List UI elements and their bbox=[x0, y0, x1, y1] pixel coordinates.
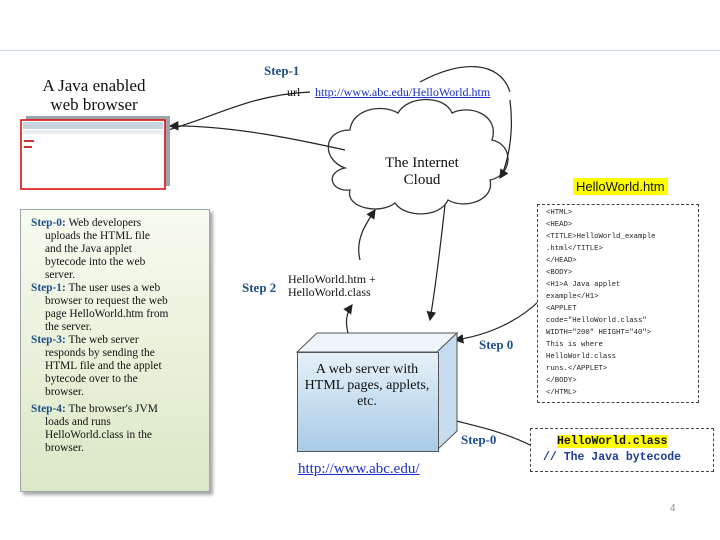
cloud-label: The Internet Cloud bbox=[385, 155, 459, 188]
code-line: example</H1> bbox=[546, 293, 599, 301]
step1-label: Step-1 bbox=[264, 63, 300, 78]
code-line: </HTML> bbox=[546, 389, 577, 397]
code-line: <H1>A Java applet bbox=[546, 281, 621, 289]
step-desc-line: the server. bbox=[45, 321, 92, 333]
code-line: <BODY> bbox=[546, 269, 573, 277]
code-line: runs.</APPLET> bbox=[546, 365, 608, 373]
step-desc-line: bytecode over to the bbox=[45, 373, 138, 385]
step-desc-line: Step-3: The web server bbox=[31, 334, 139, 346]
code-line: code="HelloWorld.class" bbox=[546, 317, 647, 325]
code-line: <TITLE>HelloWorld_example bbox=[546, 233, 656, 241]
code-line: WIDTH="200" HEIGHT="40"> bbox=[546, 329, 652, 337]
server-to-cloud-arrow bbox=[358, 209, 376, 261]
url-down-arrow bbox=[499, 99, 512, 180]
step-desc-heading: Step-4: bbox=[31, 403, 66, 415]
url-link[interactable]: http://www.abc.edu/HelloWorld.htm bbox=[315, 85, 491, 99]
class-file-comment: // The Java bytecode bbox=[543, 451, 682, 464]
code-line: </HEAD> bbox=[546, 257, 577, 265]
step-desc-line: Step-1: The user uses a web bbox=[31, 282, 161, 294]
code-line: .html</TITLE> bbox=[546, 245, 603, 253]
class-file-name: HelloWorld.class bbox=[557, 435, 668, 448]
code-line: This is where bbox=[546, 341, 603, 349]
step-desc-line: bytecode into the web bbox=[45, 256, 146, 268]
step2-files: HelloWorld.htm + HelloWorld.class bbox=[288, 273, 376, 299]
code-line: <HTML> bbox=[546, 209, 573, 217]
step2-label: Step 2 bbox=[242, 280, 277, 295]
step-desc-line: uploads the HTML file bbox=[45, 230, 150, 242]
step-desc-heading: Step-1: bbox=[31, 282, 66, 294]
server-top-face bbox=[295, 332, 459, 353]
step-desc-line: page HelloWorld.htm from bbox=[45, 308, 169, 320]
hello-file-code-box: <HTML> <HEAD> <TITLE>HelloWorld_example … bbox=[537, 204, 699, 403]
browser-title: A Java enabled web browser bbox=[42, 76, 146, 114]
page-number: 4 bbox=[670, 503, 676, 514]
step-desc-line: HelloWorld.class in the bbox=[45, 429, 152, 441]
step-desc-heading: Step-0: bbox=[31, 217, 66, 229]
step-desc-line: Step-0: Web developers bbox=[31, 217, 142, 229]
browser-content-line-2 bbox=[24, 146, 32, 148]
step-desc-line: loads and runs bbox=[45, 416, 111, 428]
step-desc-line: HTML file and the applet bbox=[45, 360, 162, 372]
step-desc-line: server. bbox=[45, 269, 76, 281]
step-desc-line: responds by sending the bbox=[45, 347, 155, 359]
url-label: url bbox=[287, 85, 301, 99]
step2-file-line2: HelloWorld.class bbox=[288, 285, 371, 299]
steps-description-box: Step-0: Web developers uploads the HTML … bbox=[20, 209, 210, 492]
code-line: </BODY> bbox=[546, 377, 577, 385]
web-server-box bbox=[297, 352, 439, 452]
step-desc-line: browser. bbox=[45, 386, 84, 398]
browser-toolbar bbox=[23, 122, 163, 129]
code-line: <HEAD> bbox=[546, 221, 573, 229]
step-desc-line: Step-4: The browser's JVM bbox=[31, 403, 158, 415]
step1-arrow bbox=[167, 91, 311, 131]
top-divider bbox=[0, 50, 720, 51]
hello-file-title: HelloWorld.htm bbox=[573, 178, 668, 195]
server-side-face bbox=[436, 331, 458, 452]
cloud-to-server-arrow bbox=[426, 204, 446, 322]
code-line: <APPLET bbox=[546, 305, 577, 313]
browser-content-line bbox=[24, 140, 34, 142]
url-to-cloud-arrow bbox=[419, 65, 511, 93]
cloud-to-browser-arrow bbox=[168, 121, 346, 151]
step-desc-line: browser. bbox=[45, 442, 84, 454]
step0-label: Step 0 bbox=[479, 337, 514, 352]
step-desc-heading: Step-3: bbox=[31, 334, 66, 346]
internet-cloud-shape bbox=[327, 99, 509, 215]
step-desc-line: browser to request the web bbox=[45, 295, 168, 307]
code-line: HelloWorld.class bbox=[546, 353, 617, 361]
step2-file-line1: HelloWorld.htm + bbox=[288, 272, 376, 286]
step0-arrow bbox=[453, 299, 541, 344]
web-server-label: A web server with HTML pages, applets, e… bbox=[304, 362, 430, 409]
step-desc-line: and the Java applet bbox=[45, 243, 132, 255]
step0b-label: Step-0 bbox=[461, 432, 497, 447]
browser-addressbar bbox=[23, 130, 163, 134]
server-url-link[interactable]: http://www.abc.edu/ bbox=[298, 461, 420, 477]
